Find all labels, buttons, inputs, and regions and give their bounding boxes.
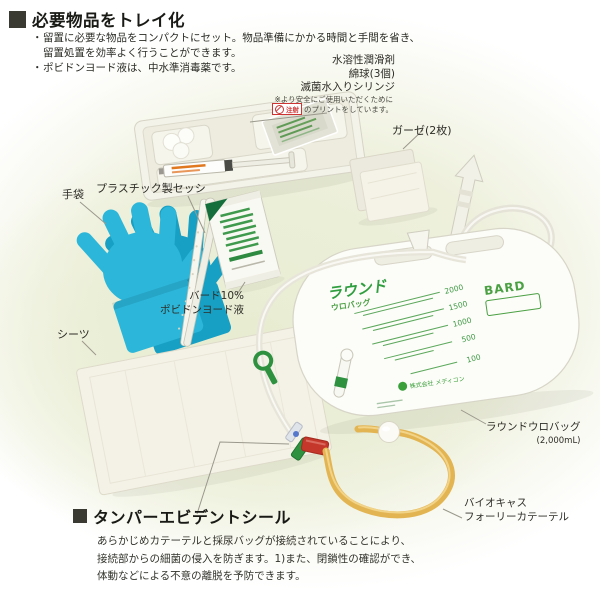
badge-text: 注射 xyxy=(285,106,299,114)
page-title: 必要物品をトレイ化 xyxy=(9,7,185,31)
label-syringe: 滅菌水入りシリンジ xyxy=(300,81,396,93)
label-gauze: ガーゼ(2枚) xyxy=(392,124,452,137)
bullet-item: ・ 留置に必要な物品をコンパクトにセット。物品準備にかかる時間と手間を省き、 留… xyxy=(32,32,421,59)
no-injection-badge: 注射 xyxy=(271,103,302,115)
label-catheter-line1: バイオキャス xyxy=(464,497,527,509)
drain-tube xyxy=(255,248,467,436)
label-povidone: バード10% ポビドンヨード液 xyxy=(152,290,244,317)
bag-brand-text: BARD xyxy=(483,278,526,298)
leader-urobag xyxy=(460,409,487,425)
page-title-text: 必要物品をトレイ化 xyxy=(32,11,185,30)
bullet-item: ・ ポビドンヨード液は、中水準消毒薬です。 xyxy=(32,62,242,74)
tube-clamp xyxy=(253,350,278,385)
label-povidone-line1: バード10% xyxy=(189,290,244,302)
bullet2-text: ポビドンヨード液は、中水準消毒薬です。 xyxy=(43,62,242,74)
leader-lines xyxy=(79,112,487,519)
forceps-illustration xyxy=(177,197,221,347)
bullet1-line1: 留置に必要な物品をコンパクトにセット。物品準備にかかる時間と手間を省き、 xyxy=(43,32,421,44)
bag-label-box xyxy=(485,293,542,316)
note-after-badge: のプリントをしています。 xyxy=(303,104,393,114)
note-safety-line1: ※より安全にご使用いただくために xyxy=(274,95,393,104)
heading-square-icon xyxy=(73,509,87,523)
label-povidone-line2: ポビドンヨード液 xyxy=(160,303,244,316)
catheter-balloon xyxy=(378,421,400,443)
povidone-packet-illustration xyxy=(205,190,285,294)
prohibition-icon xyxy=(274,104,284,114)
label-urobag: ラウンドウロバッグ (2,000mL) xyxy=(486,421,581,448)
label-catheter-line2: フォーリーカテーテル xyxy=(464,510,569,523)
leader-catheter xyxy=(442,508,463,519)
tamper-seal-heading-text: タンパーエビデントシール xyxy=(93,508,292,527)
leader-sheet xyxy=(81,340,97,356)
tamper-seal-heading: タンパーエビデントシール xyxy=(73,504,291,528)
leader-forceps xyxy=(187,195,206,234)
gauze-illustration xyxy=(349,148,438,226)
forceps-serrations xyxy=(177,231,200,330)
label-sheet: シーツ xyxy=(57,328,90,341)
scale-500: 500 xyxy=(460,332,476,344)
description-line3: 体動などによる不意の離脱を予防できます。 xyxy=(97,570,306,582)
sheet-illustration xyxy=(76,324,332,497)
description-line2: 接続部からの細菌の侵入を防ぎます。1)また、閉鎖性の確認ができ、 xyxy=(97,552,421,565)
cotton-balls xyxy=(162,127,195,160)
label-urobag-capacity: (2,000mL) xyxy=(536,435,581,446)
lubricant-packet xyxy=(261,98,339,156)
label-urobag-line1: ラウンドウロバッグ xyxy=(486,421,581,433)
glove-front xyxy=(76,202,204,353)
leader-povidone xyxy=(235,281,246,297)
label-forceps: プラスチック製セッシ xyxy=(96,182,206,195)
bullet1-line2: 留置処置を効率よく行うことができます。 xyxy=(43,47,242,59)
note-safety-line2: 注射 のプリントをしています。 xyxy=(240,103,393,115)
label-gloves: 手袋 xyxy=(62,188,84,201)
intro-bullets: ・ 留置に必要な物品をコンパクトにセット。物品準備にかかる時間と手間を省き、 留… xyxy=(32,31,420,76)
urine-bag-illustration: ラウンド ウロバッグ BARD 2000 1500 1000 500 xyxy=(292,227,594,435)
leader-tamper-seal xyxy=(196,441,290,515)
label-catheter: バイオキャス フォーリーカテーテル xyxy=(464,497,569,524)
leader-gauze xyxy=(402,129,424,150)
tamper-seal-description: あらかじめカテーテルと採尿バッグが接続されていることにより、 接続部からの細菌の… xyxy=(97,533,421,586)
bag-sampling-port xyxy=(333,348,354,398)
tray-illustration xyxy=(134,91,370,208)
scale-100: 100 xyxy=(466,352,482,364)
leader-tray-items xyxy=(249,112,328,123)
bag-volume-scale: 2000 1500 1000 500 100 xyxy=(354,283,482,375)
povidone-packet-text-lines xyxy=(219,207,263,262)
label-lubricant: 水溶性潤滑剤 xyxy=(332,54,395,66)
syringe xyxy=(158,151,296,178)
label-tray-items: 水溶性潤滑剤 綿球(3個) 滅菌水入りシリンジ xyxy=(240,54,396,95)
label-cotton-balls: 綿球(3個) xyxy=(348,67,395,80)
connector-blue-dot xyxy=(293,431,299,437)
description-line1: あらかじめカテーテルと採尿バッグが接続されていることにより、 xyxy=(97,535,412,547)
bag-handle-slot-right xyxy=(445,235,504,256)
heading-square-icon xyxy=(9,10,26,28)
leader-gloves xyxy=(79,201,107,225)
catheter-illustration xyxy=(322,421,455,519)
